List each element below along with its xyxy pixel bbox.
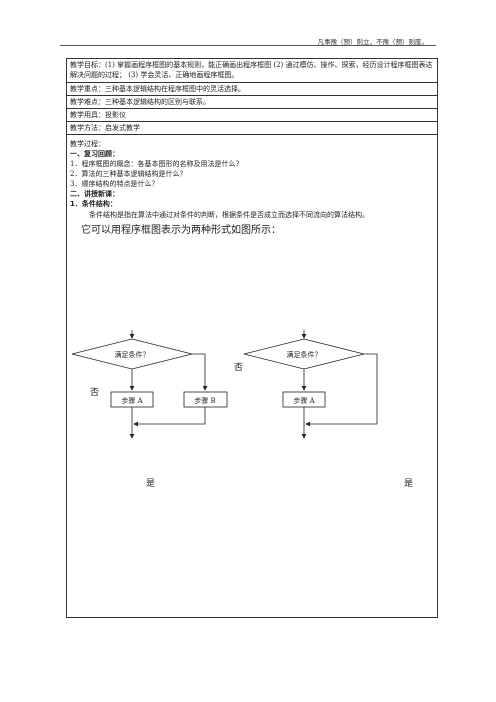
review-heading: 一、复习回顾： xyxy=(70,150,119,158)
condition-structure-desc: 条件结构是指在算法中通过对条件的判断，根据条件是否成立而选择不同流向的算法结构。 xyxy=(89,211,369,219)
row-difficulty: 教学难点：三种基本逻辑结构的区别与联系。 xyxy=(67,96,437,109)
review-item-1: 1．程序框图的概念：各基本图形的名称及用法是什么? xyxy=(70,160,240,168)
right-yes-label: 是 xyxy=(404,478,413,489)
row-tools: 教学用具：投影仪 xyxy=(67,109,437,122)
row-goal: 教学目标：(1) 掌握画程序框图的基本规则，能正确画出程序框图 (2) 通过模仿… xyxy=(67,59,437,83)
step-b-box xyxy=(183,391,228,408)
two-forms-line: 它可以用程序框图表示为两种形式如图所示： xyxy=(81,225,281,236)
lesson-plan-table: 教学目标：(1) 掌握画程序框图的基本规则，能正确画出程序框图 (2) 通过模仿… xyxy=(66,58,438,618)
header-note: 凡事豫（预）则立，不豫（预）则废。 xyxy=(317,38,429,46)
header-divider xyxy=(60,45,436,46)
right-step-a-label: 步骤 A xyxy=(293,396,315,405)
row-method: 教学方法：启发式教学 xyxy=(67,122,437,135)
left-no-label: 否 xyxy=(90,387,99,398)
review-item-3: 3．顺序结构的特点是什么？ xyxy=(70,180,159,188)
row-key-point: 教学重点：三种基本逻辑结构在程序框图中的灵活选择。 xyxy=(67,83,437,96)
review-item-2: 2．算法的三种基本逻辑结构是什么？ xyxy=(70,170,187,178)
left-decision-label: 满足条件？ xyxy=(115,350,150,359)
step-b-merge-arrow xyxy=(133,407,206,427)
right-no-arrow xyxy=(305,353,378,427)
condition-structure-heading: 1．条件结构： xyxy=(70,200,117,208)
left-yes-label: 是 xyxy=(146,478,155,489)
new-lesson-heading: 二、讲授新课： xyxy=(70,190,119,198)
left-no-arrow xyxy=(192,353,208,391)
process-label: 教学过程： xyxy=(70,140,105,148)
step-b-label: 步骤 B xyxy=(194,396,215,405)
right-decision-label: 满足条件？ xyxy=(287,350,322,359)
right-no-label: 否 xyxy=(234,362,243,373)
left-step-a-label: 步骤 A xyxy=(121,396,143,405)
